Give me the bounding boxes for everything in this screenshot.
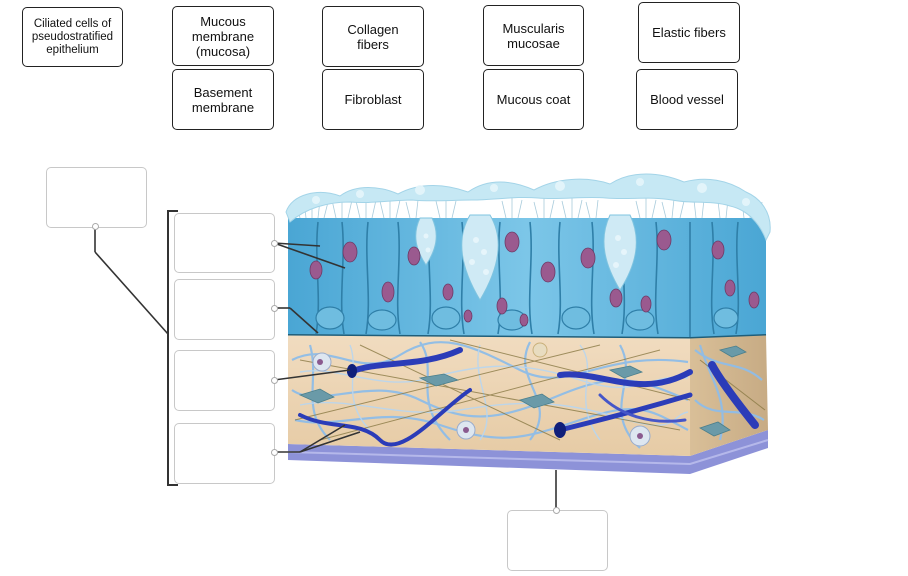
drop-target-1[interactable]: [46, 167, 147, 228]
epithelium-layer: [288, 214, 766, 337]
drop-target-2[interactable]: [174, 213, 275, 273]
drop-target-3[interactable]: [174, 279, 275, 340]
label-fibroblast[interactable]: Fibroblast: [322, 69, 424, 130]
drop-target-4[interactable]: [174, 350, 275, 411]
label-blood-vessel[interactable]: Blood vessel: [636, 69, 738, 130]
label-muscularis-mucosae[interactable]: Muscularis mucosae: [483, 5, 584, 66]
lamina-propria-layer: [288, 335, 768, 456]
connector-dot: [271, 305, 278, 312]
drop-target-5[interactable]: [174, 423, 275, 484]
drop-target-6[interactable]: [507, 510, 608, 571]
mucosa-bracket: [167, 210, 178, 486]
connector-dot: [271, 377, 278, 384]
label-ciliated-cells[interactable]: Ciliated cells of pseudostratified epith…: [22, 7, 123, 67]
connector-dot: [553, 507, 560, 514]
label-basement-membrane[interactable]: Basement membrane: [172, 69, 274, 130]
label-mucous-coat[interactable]: Mucous coat: [483, 69, 584, 130]
label-mucous-membrane[interactable]: Mucous membrane (mucosa): [172, 6, 274, 66]
label-collagen-fibers[interactable]: Collagen fibers: [322, 6, 424, 67]
mucous-coat-layer: [285, 173, 771, 242]
connector-dot: [271, 449, 278, 456]
muscularis-mucosae-layer: [287, 430, 769, 474]
connector-dot: [92, 223, 99, 230]
leader-lines: [94, 227, 557, 511]
connector-dot: [271, 240, 278, 247]
label-elastic-fibers[interactable]: Elastic fibers: [638, 2, 740, 63]
